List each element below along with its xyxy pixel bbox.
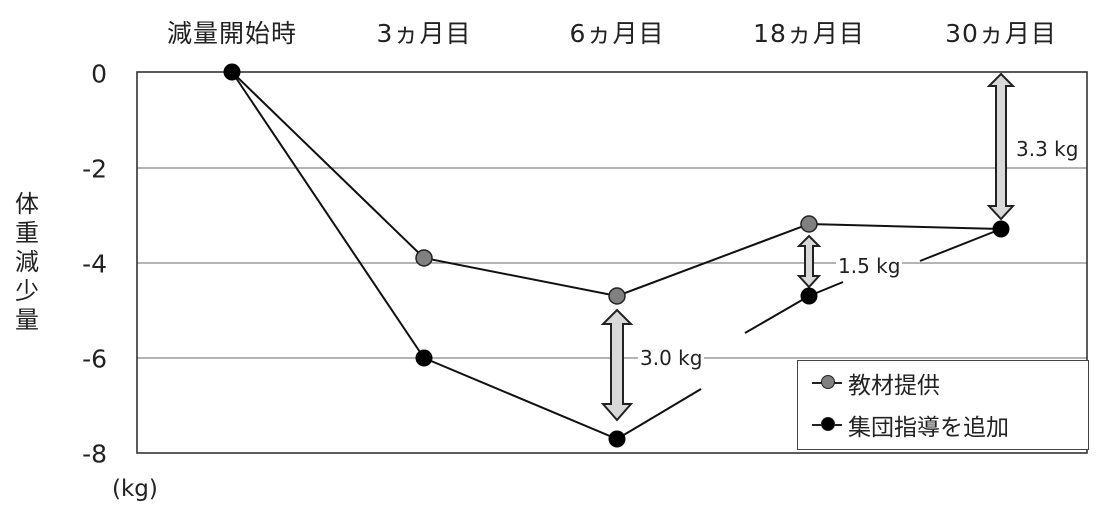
y-tick-label: -8: [82, 439, 107, 469]
double-arrow-icon: [986, 72, 1016, 221]
difference-arrows: [600, 72, 1016, 422]
difference-label-18m: 1.5 kg: [836, 254, 903, 278]
difference-label-6m: 3.0 kg: [638, 346, 705, 370]
difference-label-30m: 3.3 kg: [1014, 137, 1081, 161]
series-line-group-guidance: [231, 71, 702, 441]
legend-item-group-guidance: 集団指導を追加: [812, 410, 1009, 441]
x-category-label: 30ヵ月目: [945, 19, 1057, 48]
y-tick-label: -6: [82, 344, 107, 374]
black-marker-icon: [812, 415, 844, 435]
plot-frame: [136, 71, 1088, 454]
x-category-label: 18ヵ月目: [753, 19, 865, 48]
markers-materials: [415, 215, 818, 305]
y-tick-label: -4: [82, 249, 107, 279]
x-category-label: 6ヵ月目: [569, 19, 665, 48]
double-arrow-icon: [796, 234, 822, 289]
x-category-label: 減量開始時: [166, 19, 298, 48]
y-axis-title: 体重減少量: [15, 190, 39, 334]
markers-group-guidance: [223, 63, 1010, 448]
legend-label: 集団指導を追加: [848, 415, 1009, 441]
gray-marker-icon: [812, 373, 844, 393]
y-tick-label: -2: [82, 154, 107, 184]
legend-item-materials: 教材提供: [812, 368, 940, 399]
chart-legend: 教材提供 集団指導を追加: [797, 360, 1089, 450]
y-axis-unit: (kg): [112, 476, 158, 502]
legend-label: 教材提供: [848, 373, 940, 399]
x-category-label: 3ヵ月目: [376, 19, 472, 48]
double-arrow-icon: [600, 308, 634, 422]
y-tick-label: 0: [91, 59, 107, 89]
